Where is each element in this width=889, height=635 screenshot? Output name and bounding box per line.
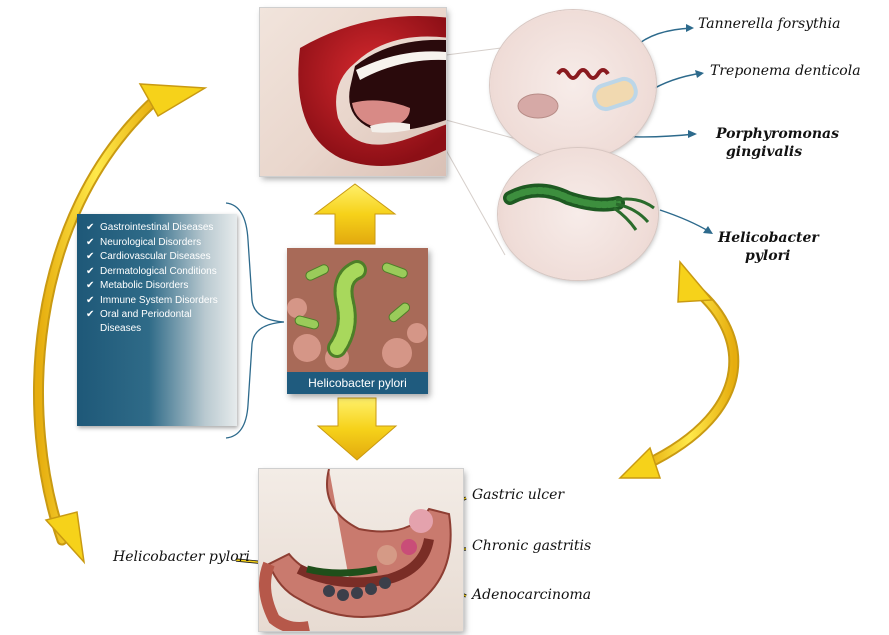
checkmark-icon: ✔	[86, 308, 100, 322]
checkmark-icon: ✔	[86, 250, 100, 264]
pylori-image: Helicobacter pylori	[287, 248, 428, 394]
label-pylori-stomach: Helicobacter pylori	[113, 549, 250, 565]
pylori-caption: Helicobacter pylori	[287, 372, 428, 394]
label-chronic-gastritis: Chronic gastritis	[472, 538, 591, 554]
disease-item: ✔ Neurological Disorders	[86, 236, 237, 250]
label-adenocarcinoma: Adenocarcinoma	[472, 587, 591, 603]
disease-list-box: ✔ Gastrointestinal Diseases ✔ Neurologic…	[77, 214, 237, 426]
label-gastric-ulcer: Gastric ulcer	[472, 487, 564, 503]
checkmark-icon: ✔	[86, 294, 100, 308]
treponema-shape	[591, 76, 638, 112]
stomach-image	[259, 469, 463, 631]
label-pylori-oral-line2: pylori	[745, 248, 790, 264]
label-treponema: Treponema denticola	[710, 63, 861, 79]
stomach-illustration	[259, 469, 463, 631]
down-block-arrow	[318, 398, 396, 460]
oral-bacteria-circle	[490, 10, 656, 160]
disease-item: ✔ Oral and Periodontal Diseases	[86, 308, 237, 335]
label-porphyromonas-line2: gingivalis	[726, 144, 802, 160]
label-tannerella: Tannerella forsythia	[698, 16, 841, 32]
label-porphyromonas-line1: Porphyromonas	[716, 126, 839, 142]
checkmark-icon: ✔	[86, 221, 100, 235]
mouth-illustration	[260, 8, 446, 176]
disease-item: ✔ Cardiovascular Diseases	[86, 250, 237, 264]
pylori-circle	[498, 148, 658, 280]
disease-item: ✔ Metabolic Disorders	[86, 279, 237, 293]
label-pylori-oral-line1: Helicobacter	[718, 230, 819, 246]
disease-item: ✔ Dermatological Conditions	[86, 265, 237, 279]
porphyromonas-shape	[518, 94, 558, 118]
right-double-arrow	[620, 262, 734, 478]
checkmark-icon: ✔	[86, 236, 100, 250]
pylori-illustration	[287, 248, 428, 372]
up-block-arrow	[315, 184, 395, 244]
disease-item: ✔ Gastrointestinal Diseases	[86, 221, 237, 235]
pylori-bacterium-illustration	[498, 148, 658, 280]
checkmark-icon: ✔	[86, 265, 100, 279]
checkmark-icon: ✔	[86, 279, 100, 293]
disease-item: ✔ Immune System Disorders	[86, 294, 237, 308]
oral-bacteria-illustration	[490, 10, 656, 160]
tannerella-shape	[558, 70, 608, 78]
mouth-image	[260, 8, 446, 176]
